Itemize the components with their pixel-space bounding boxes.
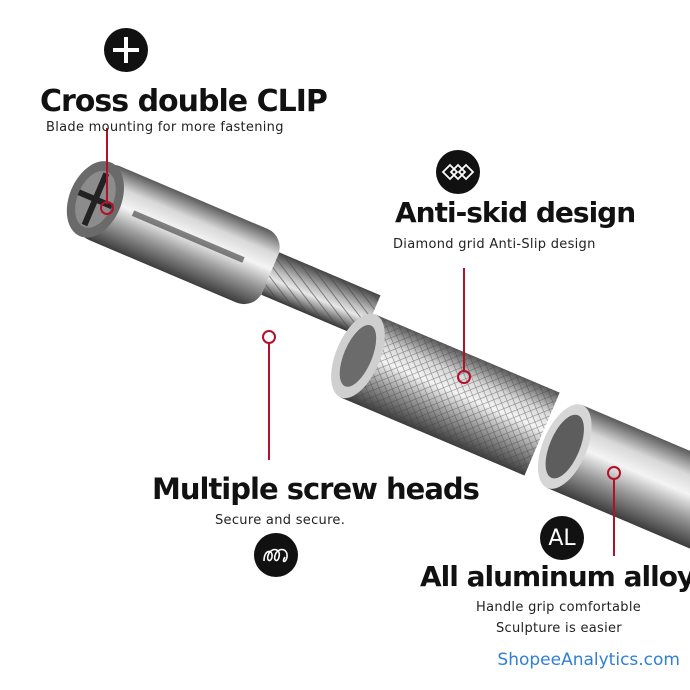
feature-subtitle-aluminum-line1: Handle grip comfortable xyxy=(476,600,642,615)
diamond-grid-icon xyxy=(436,150,480,194)
feature-title-screw: Multiple screw heads xyxy=(152,472,480,506)
feature-title-aluminum: All aluminum alloy xyxy=(420,560,690,593)
feature-title-antiskid: Anti-skid design xyxy=(395,196,636,229)
feature-subtitle-screw: Secure and secure. xyxy=(215,513,346,528)
spring-icon xyxy=(254,533,298,577)
feature-subtitle-aluminum-line2: Sculpture is easier xyxy=(496,621,622,636)
collet-head xyxy=(66,161,381,338)
al-icon: AL xyxy=(540,516,584,560)
watermark: ShopeeAnalytics.com xyxy=(497,650,680,670)
callout-lines xyxy=(100,128,621,556)
cross-icon xyxy=(104,28,148,72)
feature-subtitle-antiskid: Diamond grid Anti-Slip design xyxy=(393,237,596,252)
feature-subtitle-clip: Blade mounting for more fastening xyxy=(46,120,284,135)
al-icon-text: AL xyxy=(548,525,576,551)
knurled-sleeve xyxy=(331,313,560,476)
feature-title-clip: Cross double CLIP xyxy=(40,84,328,119)
aluminum-handle xyxy=(537,404,690,582)
